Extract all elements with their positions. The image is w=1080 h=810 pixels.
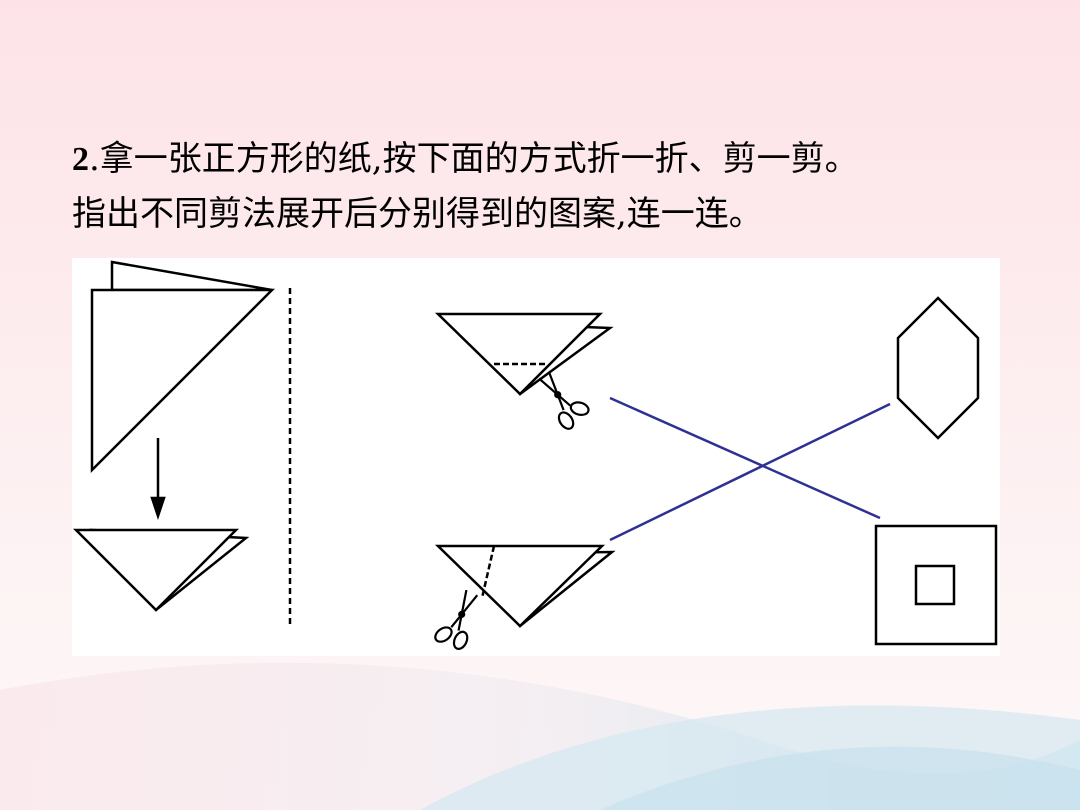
answer-line-straight-to-square xyxy=(609,396,881,520)
scissors-icon xyxy=(434,589,479,650)
folding-cutting-diagram xyxy=(72,260,998,650)
question-text: 2.拿一张正方形的纸,按下面的方式折一折、剪一剪。 指出不同剪法展开后分别得到的… xyxy=(72,132,1052,241)
folded-small-triangle xyxy=(72,528,250,612)
cut-option-slanted xyxy=(434,544,616,628)
question-line-1: 2.拿一张正方形的纸,按下面的方式折一折、剪一剪。 xyxy=(72,132,1052,187)
question-line-2: 指出不同剪法展开后分别得到的图案,连一连。 xyxy=(72,194,763,234)
result-square-with-hole xyxy=(874,524,998,646)
result-hexagon xyxy=(896,296,980,440)
figure-panel xyxy=(72,258,1000,656)
question-line-1-text: .拿一张正方形的纸,按下面的方式折一折、剪一剪。 xyxy=(89,139,859,179)
scissors-icon xyxy=(538,371,590,430)
answer-line-slanted-to-hexagon xyxy=(609,402,891,542)
cut-option-straight xyxy=(434,312,614,396)
question-number: 2 xyxy=(72,141,89,178)
folded-square-triangle xyxy=(90,260,276,474)
down-arrow-icon xyxy=(150,438,166,520)
